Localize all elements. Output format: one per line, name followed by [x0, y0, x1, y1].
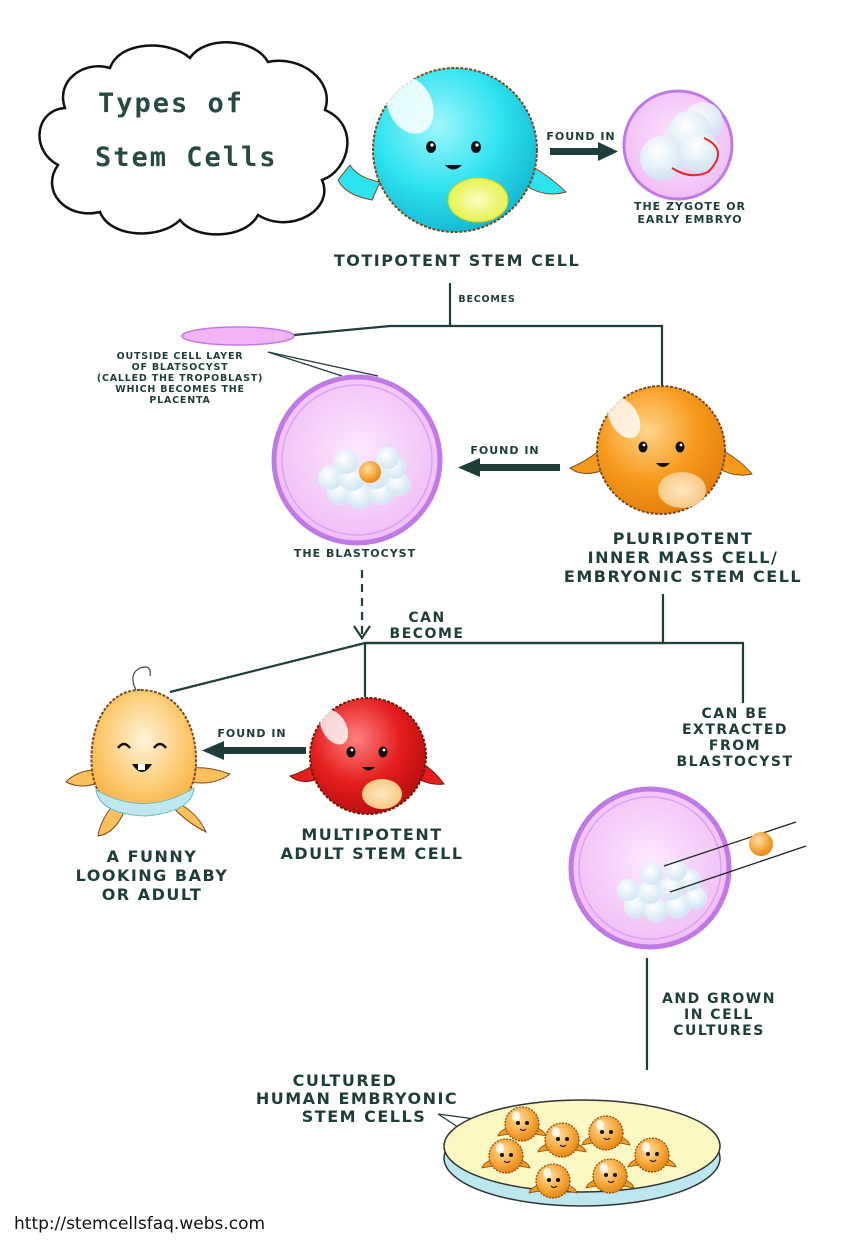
blastocyst-label: THE BLASTOCYST: [294, 547, 416, 560]
zygote-icon: [622, 89, 734, 201]
trophoblast-label-5: PLACENTA: [149, 395, 210, 406]
pluripotent-label-1: PLURIPOTENT: [613, 529, 754, 548]
title-line-1: Types of: [98, 88, 244, 119]
pipette-icon: [663, 821, 807, 893]
found-in-label-3: FOUND IN: [217, 727, 286, 740]
trophoblast-label-1: OUTSIDE CELL LAYER: [117, 351, 244, 362]
pluripotent-label-2: INNER MASS CELL/: [588, 548, 779, 567]
zygote-label-2: EARLY EMBRYO: [637, 213, 742, 226]
extracted-label-2: EXTRACTED: [682, 722, 788, 738]
petri-dish-icon: [443, 1099, 721, 1207]
grown-label-1: AND GROWN: [662, 991, 776, 1007]
extracted-label-3: FROM: [709, 738, 761, 754]
totipotent-cell-icon: [337, 67, 567, 233]
trophoblast-layer-icon: [181, 326, 295, 346]
pluripotent-cell-icon: [569, 385, 753, 515]
can-become-label-1: CAN: [408, 610, 445, 626]
grown-label-3: CULTURES: [673, 1023, 765, 1039]
baby-label-3: OR ADULT: [102, 885, 203, 904]
found-in-arrow-1: [550, 142, 618, 161]
becomes-label: BECOMES: [458, 294, 515, 305]
grown-label-2: IN CELL: [684, 1007, 754, 1023]
title-cloud: Types of Stem Cells: [38, 41, 349, 236]
cultured-label-2: HUMAN EMBRYONIC: [256, 1089, 458, 1108]
blastocyst-extraction-icon: [568, 786, 807, 950]
title-line-2: Stem Cells: [95, 142, 278, 173]
can-become-label-2: BECOME: [390, 626, 465, 642]
pluripotent-label-3: EMBRYONIC STEM CELL: [564, 567, 802, 586]
multipotent-cell-icon: [288, 697, 445, 815]
blastocyst-icon: [271, 374, 443, 546]
trophoblast-label-4: WHICH BECOMES THE: [115, 384, 245, 395]
found-in-arrow-3: [202, 741, 306, 760]
found-in-arrow-2: [458, 458, 560, 477]
cultured-label-3: STEM CELLS: [302, 1107, 426, 1126]
baby-label-1: A FUNNY: [107, 847, 198, 866]
trophoblast-label-2: OF BLATSOCYST: [132, 362, 229, 373]
zygote-label-1: THE ZYGOTE OR: [634, 200, 746, 213]
totipotent-label: TOTIPOTENT STEM CELL: [334, 251, 580, 270]
found-in-label-2: FOUND IN: [470, 444, 539, 457]
extracted-label-4: BLASTOCYST: [676, 754, 793, 770]
multipotent-label-2: ADULT STEM CELL: [280, 844, 463, 863]
extracted-label-1: CAN BE: [702, 706, 769, 722]
baby-label-2: LOOKING BABY: [76, 866, 229, 885]
found-in-label-1: FOUND IN: [546, 130, 615, 143]
multipotent-label-1: MULTIPOTENT: [301, 825, 442, 844]
trophoblast-label-3: (CALLED THE TROPOBLAST): [97, 373, 263, 384]
cultured-label-1: CULTURED: [293, 1071, 398, 1090]
baby-icon: [65, 666, 232, 837]
footer-url: http://stemcellsfaq.webs.com: [14, 1214, 265, 1234]
